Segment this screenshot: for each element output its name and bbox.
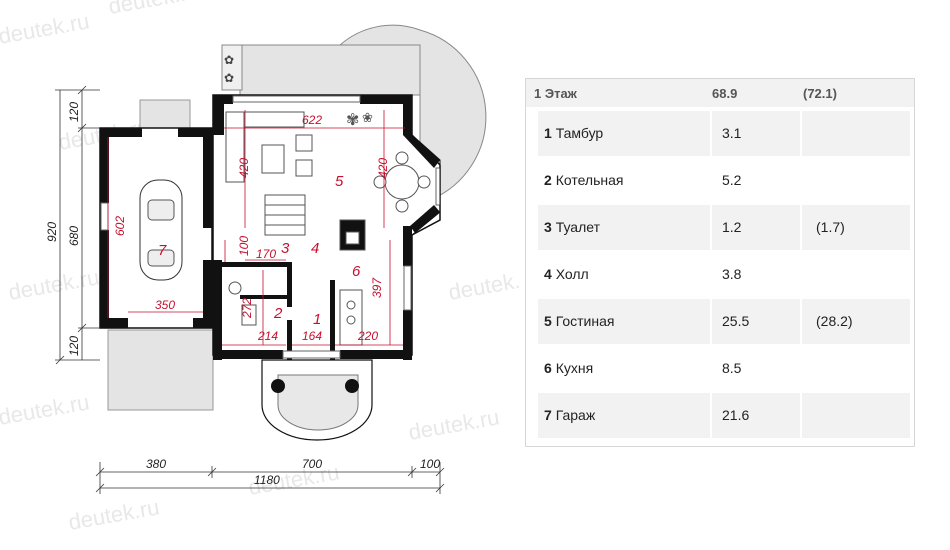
- table-row: 6 Кухня 8.5: [538, 346, 910, 391]
- planter: [221, 44, 243, 91]
- porch-column: [271, 379, 285, 393]
- room-area: 5.2: [722, 172, 742, 188]
- room-name: Кухня: [555, 360, 594, 376]
- terrace-deck: [239, 44, 421, 96]
- dim-622: 622: [302, 113, 322, 127]
- dim-100-bottom: 100: [420, 457, 440, 471]
- floor-area-total: (72.1): [803, 86, 837, 101]
- dim-420-left: 420: [237, 158, 251, 178]
- dim-120-top: 120: [67, 102, 81, 122]
- watermark: deutek.ru: [0, 389, 91, 430]
- dim-100: 100: [237, 236, 251, 256]
- room-area: 25.5: [722, 313, 750, 329]
- outer-dimension-lines: [55, 85, 445, 494]
- watermark: deutek.ru: [407, 404, 502, 445]
- table-row: 7 Гараж 21.6: [538, 393, 910, 438]
- dim-272: 272: [240, 298, 254, 319]
- dim-120-bottom: 120: [67, 336, 81, 356]
- table-row: 3 Туалет 1.2 (1.7): [538, 205, 910, 250]
- plant-icon: ✿: [224, 71, 234, 85]
- room-num: 2: [544, 172, 552, 188]
- windows: [100, 95, 441, 359]
- dim-220: 220: [357, 329, 378, 343]
- floor-area: 68.9: [712, 86, 738, 101]
- room-num: 1: [544, 125, 552, 141]
- room-name: Холл: [555, 266, 589, 282]
- room-area: 3.1: [722, 125, 742, 141]
- dim-170: 170: [256, 247, 276, 261]
- garage-canopy: [139, 99, 191, 131]
- room-number-2: 2: [273, 305, 283, 322]
- wall-segments: [100, 95, 440, 360]
- dim-380: 380: [146, 457, 166, 471]
- dim-397: 397: [370, 277, 384, 298]
- room-number-4: 4: [311, 240, 319, 257]
- bay-window: [411, 134, 441, 236]
- room-area: 21.6: [722, 407, 750, 423]
- dim-920: 920: [45, 222, 59, 242]
- floor-label: 1 Этаж: [534, 86, 577, 101]
- watermark: deutek.ru: [7, 264, 102, 305]
- table-header: 1 Этаж 68.9 (72.1): [526, 79, 914, 107]
- watermark: deutek.ru: [0, 8, 91, 49]
- garage-driveway: [107, 329, 214, 411]
- room-area: 3.8: [722, 266, 742, 282]
- room-num: 5: [544, 313, 552, 329]
- porch-inner: [277, 374, 359, 431]
- room-area-extra: (1.7): [816, 219, 845, 235]
- dim-164: 164: [302, 329, 322, 343]
- room-num: 3: [544, 219, 552, 235]
- room-number-7: 7: [158, 242, 167, 259]
- inner-dimensions: [107, 110, 405, 346]
- room-name: Гараж: [555, 407, 596, 423]
- room-area: 1.2: [722, 219, 742, 235]
- table-row: 5 Гостиная 25.5 (28.2): [538, 299, 910, 344]
- room-number-5: 5: [335, 173, 344, 190]
- dim-350: 350: [155, 298, 175, 312]
- room-num: 4: [544, 266, 552, 282]
- watermark: deutek.ru: [107, 0, 202, 19]
- room-num: 6: [544, 360, 552, 376]
- table-row: 1 Тамбур 3.1: [538, 111, 910, 156]
- room-name: Котельная: [555, 172, 624, 188]
- table-row: 2 Котельная 5.2: [538, 158, 910, 203]
- plant-icon: ✿: [224, 53, 234, 67]
- room-number-6: 6: [352, 263, 361, 280]
- dim-1180: 1180: [254, 473, 280, 487]
- watermark: deutek.ru: [447, 264, 520, 305]
- dim-214: 214: [257, 329, 278, 343]
- porch-column: [345, 379, 359, 393]
- room-number-1: 1: [313, 311, 321, 328]
- plant-icon: ❀: [362, 110, 373, 125]
- room-num: 7: [544, 407, 552, 423]
- table-row: 4 Холл 3.8: [538, 252, 910, 297]
- watermark: deutek.ru: [67, 494, 162, 535]
- room-name: Тамбур: [555, 125, 604, 141]
- room-area-extra: (28.2): [816, 313, 853, 329]
- room-number-3: 3: [281, 240, 290, 257]
- furniture: [139, 111, 431, 346]
- room-name: Туалет: [555, 219, 600, 235]
- dim-700: 700: [302, 457, 322, 471]
- dim-420-right: 420: [376, 158, 390, 178]
- dim-680: 680: [67, 226, 81, 246]
- room-area: 8.5: [722, 360, 742, 376]
- room-name: Гостиная: [555, 313, 615, 329]
- area-table: 1 Этаж 68.9 (72.1) 1 Тамбур 3.1 2 Котель…: [525, 78, 915, 447]
- plant-icon: ✾: [346, 112, 359, 129]
- floor-plan: deutek.ru deutek.ru deutek.ru deutek.ru …: [0, 0, 520, 535]
- dim-602: 602: [113, 216, 127, 236]
